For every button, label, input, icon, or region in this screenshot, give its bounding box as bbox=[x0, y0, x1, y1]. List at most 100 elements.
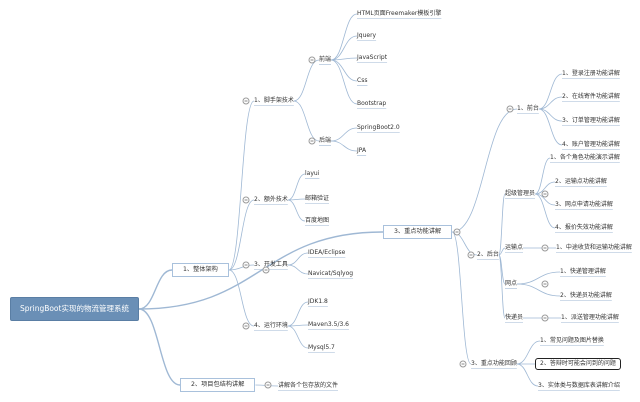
topic-review[interactable]: 3、重点功能回顾 bbox=[471, 360, 517, 367]
leaf-springboot[interactable]: SpringBoot2.0 bbox=[357, 124, 400, 131]
collapse-toggle-icon[interactable] bbox=[242, 97, 250, 105]
connector-line bbox=[287, 264, 309, 275]
topic-dev-tools[interactable]: 3、开发工具 bbox=[254, 261, 288, 268]
connector-line bbox=[538, 108, 563, 146]
connector-line bbox=[452, 108, 518, 233]
leaf-jpa[interactable]: JPA bbox=[357, 147, 367, 154]
leaf-jquery[interactable]: Jquery bbox=[357, 32, 377, 39]
collapse-toggle-icon[interactable] bbox=[308, 56, 316, 64]
branch-key-features[interactable]: 3、重点功能讲解 bbox=[383, 225, 453, 239]
branch-overall-architecture[interactable]: 1、整体架构 bbox=[172, 263, 229, 277]
leaf-idea-eclipse[interactable]: IDEA/Eclipse bbox=[308, 249, 346, 256]
connector-line bbox=[538, 108, 563, 122]
connector-line bbox=[517, 271, 561, 285]
leaf-order-manage[interactable]: 3、订单管理功能讲解 bbox=[562, 117, 620, 124]
topic-super-admin[interactable]: 超级管理员 bbox=[505, 190, 536, 197]
leaf-midway-receive[interactable]: 1、中途收货和运输功能讲解 bbox=[556, 244, 632, 251]
connector-line bbox=[498, 193, 506, 256]
collapse-toggle-icon[interactable] bbox=[541, 190, 549, 198]
root-node[interactable]: SpringBoot实现的物流管理系统 bbox=[10, 297, 139, 321]
topic-runtime-env[interactable]: 4、运行环境 bbox=[254, 322, 288, 329]
connector-line bbox=[287, 324, 309, 327]
collapse-toggle-icon[interactable] bbox=[467, 251, 475, 259]
leaf-courier-func[interactable]: 2、快递员功能讲解 bbox=[560, 292, 612, 299]
connector-line bbox=[287, 252, 309, 266]
collapse-toggle-icon[interactable] bbox=[242, 196, 250, 204]
collapse-toggle-icon[interactable] bbox=[242, 322, 250, 330]
connector-line bbox=[538, 73, 563, 110]
connector-line bbox=[138, 308, 181, 386]
leaf-package-files[interactable]: 讲解各个包存放的文件 bbox=[278, 382, 339, 389]
connector-line bbox=[287, 301, 309, 327]
connector-line bbox=[331, 140, 358, 152]
leaf-css[interactable]: Css bbox=[357, 77, 368, 84]
leaf-maven[interactable]: Maven3.5/3.6 bbox=[308, 321, 350, 328]
collapse-toggle-icon[interactable] bbox=[242, 261, 250, 269]
collapse-toggle-icon[interactable] bbox=[453, 228, 461, 236]
leaf-outlet-apply[interactable]: 3、网点申请功能讲解 bbox=[555, 201, 613, 208]
connector-line bbox=[330, 35, 358, 61]
leaf-faq-images[interactable]: 1、常见问题及图片替换 bbox=[540, 337, 604, 344]
connector-line bbox=[228, 269, 255, 327]
connector-line bbox=[516, 340, 541, 365]
collapse-toggle-icon[interactable] bbox=[459, 360, 467, 368]
connector-line bbox=[228, 264, 255, 271]
connector-line bbox=[330, 59, 358, 105]
leaf-quote-expire[interactable]: 4、报价失效功能讲解 bbox=[555, 224, 613, 231]
connector-line bbox=[534, 157, 551, 195]
connector-line bbox=[228, 199, 255, 271]
collapse-toggle-icon[interactable] bbox=[541, 314, 549, 322]
collapse-toggle-icon[interactable] bbox=[264, 381, 272, 389]
connector-line bbox=[228, 100, 255, 271]
leaf-express-manage[interactable]: 1、快递管理讲解 bbox=[560, 268, 606, 275]
leaf-transport-point[interactable]: 2、运输点功能讲解 bbox=[555, 178, 607, 185]
topic-back-stage[interactable]: 2、后台 bbox=[477, 251, 499, 258]
connector-line bbox=[330, 13, 358, 61]
collapse-toggle-icon[interactable] bbox=[262, 266, 270, 274]
collapse-toggle-icon[interactable] bbox=[308, 137, 316, 145]
collapse-toggle-icon[interactable] bbox=[541, 244, 549, 252]
leaf-account-manage[interactable]: 4、账户管理功能讲解 bbox=[562, 141, 620, 148]
leaf-mysql[interactable]: Mysql5.7 bbox=[308, 344, 335, 351]
leaf-defense-questions[interactable]: 2、答辩时可能会问到的问题 bbox=[535, 358, 621, 370]
connector-line bbox=[498, 247, 506, 256]
leaf-baidu-map[interactable]: 百度地图 bbox=[305, 217, 330, 224]
topic-frontend[interactable]: 前端 bbox=[319, 56, 332, 63]
branch-package-structure[interactable]: 2、项目包结构讲解 bbox=[180, 378, 256, 392]
topic-extra-tech[interactable]: 2、额外技术 bbox=[254, 196, 288, 203]
connector-line bbox=[293, 100, 320, 142]
topic-transport[interactable]: 运输点 bbox=[505, 244, 524, 251]
leaf-navicat-sqlyog[interactable]: Navicat/Sqlyog bbox=[308, 270, 354, 277]
collapse-toggle-icon[interactable] bbox=[506, 105, 514, 113]
connector-line bbox=[331, 127, 358, 142]
collapse-toggle-icon[interactable] bbox=[541, 280, 549, 288]
leaf-delivery-manage[interactable]: 1、派送管理功能讲解 bbox=[561, 314, 619, 321]
leaf-jdk[interactable]: JDK1.8 bbox=[308, 298, 328, 305]
topic-outlet[interactable]: 网点 bbox=[505, 280, 518, 287]
topic-front-stage[interactable]: 1、前台 bbox=[517, 105, 539, 112]
connector-line bbox=[138, 231, 384, 310]
topic-backend[interactable]: 后端 bbox=[319, 137, 332, 144]
leaf-bootstrap[interactable]: Bootstrap bbox=[357, 100, 387, 107]
leaf-email-verify[interactable]: 邮箱验证 bbox=[305, 195, 330, 202]
connector-line bbox=[331, 57, 358, 61]
connector-line bbox=[138, 269, 173, 310]
connector-line bbox=[538, 96, 563, 110]
leaf-html-freemaker[interactable]: HTML页面Freemaker模板引擎 bbox=[357, 10, 442, 17]
topic-courier[interactable]: 快递员 bbox=[505, 314, 524, 321]
leaf-entity-db[interactable]: 3、实体类与数据库表讲解介绍 bbox=[538, 382, 620, 389]
topic-scaffold-tech[interactable]: 1、脚手架技术 bbox=[254, 97, 294, 104]
leaf-javascript[interactable]: JavaScript bbox=[357, 54, 388, 61]
connector-line bbox=[516, 363, 539, 387]
connector-line bbox=[451, 231, 472, 365]
connector-line bbox=[517, 283, 561, 297]
connector-line bbox=[534, 181, 556, 195]
connector-line bbox=[330, 59, 358, 82]
connector-line bbox=[498, 254, 506, 319]
leaf-roles-demo[interactable]: 1、各个角色功能演示讲解 bbox=[550, 154, 620, 161]
leaf-login-register[interactable]: 1、登录注册功能讲解 bbox=[562, 70, 620, 77]
leaf-online-send[interactable]: 2、在线寄件功能讲解 bbox=[562, 93, 620, 100]
connector-line bbox=[293, 59, 320, 102]
leaf-layui[interactable]: layui bbox=[305, 170, 320, 177]
